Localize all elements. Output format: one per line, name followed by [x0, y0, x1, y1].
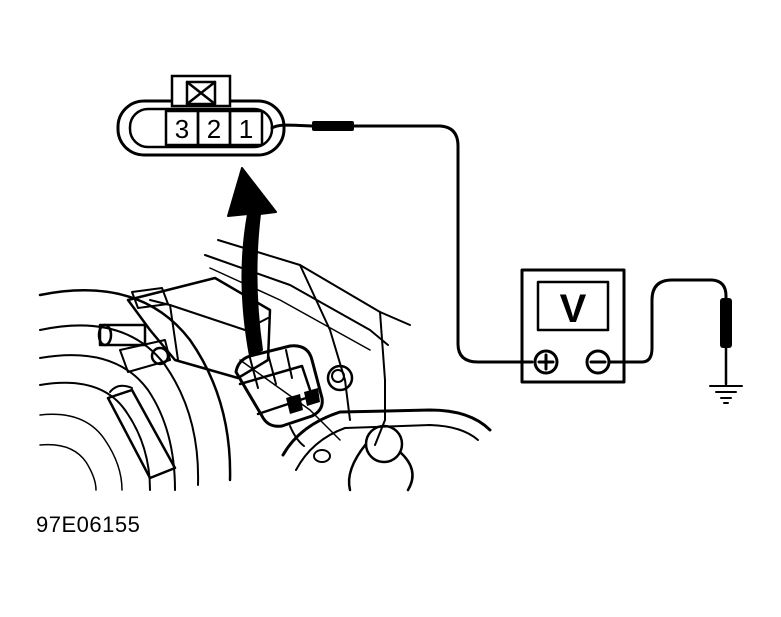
pin-label-3: 3 — [175, 114, 189, 144]
negative-terminal — [585, 349, 611, 375]
engine-component-illustration — [38, 239, 492, 492]
curved-arrow-icon — [227, 167, 277, 357]
connector-face-view: 3 2 1 — [116, 74, 286, 157]
positive-lead — [270, 121, 534, 364]
pin-cell-1 — [228, 109, 264, 147]
probe-icon — [312, 121, 354, 131]
figure-id-label: 97E06155 — [36, 512, 141, 537]
voltmeter-display — [536, 280, 610, 332]
connector-tab — [170, 74, 232, 108]
positive-terminal — [533, 349, 559, 375]
voltmeter: V — [520, 268, 626, 384]
pin-label-1: 1 — [239, 114, 253, 144]
ground-probe-icon — [720, 298, 732, 348]
pin-label-2: 2 — [207, 114, 221, 144]
voltmeter-body — [520, 268, 626, 384]
negative-lead — [607, 278, 743, 404]
x-box-icon — [185, 80, 217, 106]
ground-icon — [709, 385, 743, 404]
voltmeter-unit-label: V — [560, 287, 587, 331]
